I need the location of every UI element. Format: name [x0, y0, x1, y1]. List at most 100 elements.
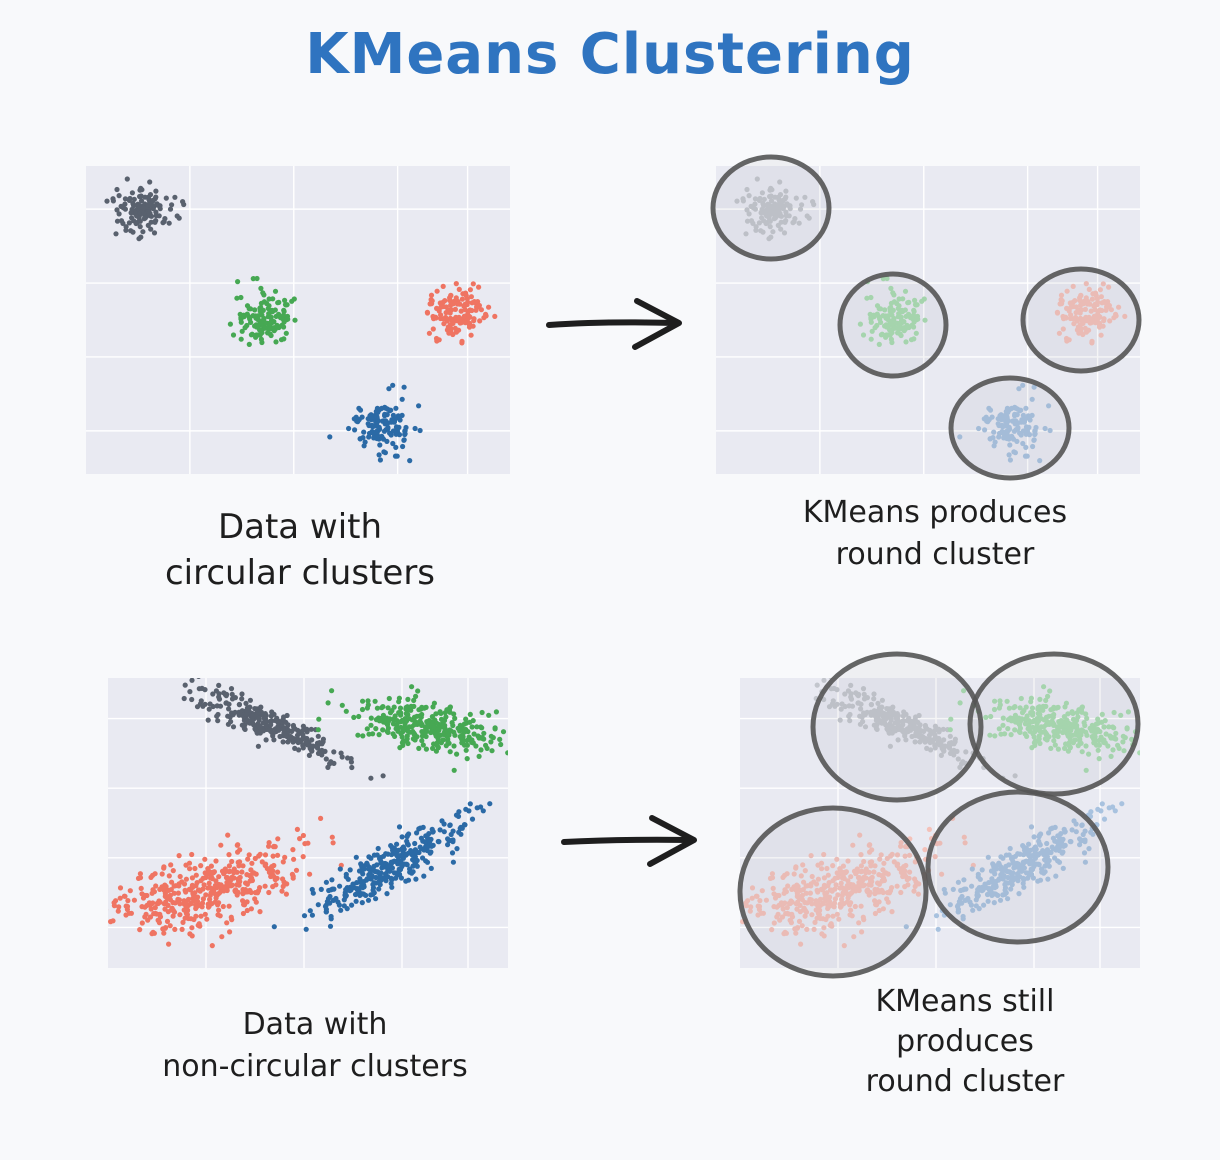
data-point	[320, 736, 326, 742]
data-point	[1026, 870, 1032, 876]
data-point	[452, 715, 458, 721]
data-point	[330, 840, 336, 846]
data-point	[969, 866, 975, 872]
data-point	[380, 773, 386, 779]
data-point	[401, 437, 407, 443]
data-point	[295, 727, 301, 733]
data-point	[959, 923, 966, 929]
data-point	[217, 703, 224, 709]
data-point	[1029, 705, 1036, 711]
data-point	[882, 713, 888, 719]
data-point	[376, 886, 382, 892]
data-point	[155, 202, 161, 208]
data-point	[1035, 852, 1041, 858]
data-point	[280, 739, 286, 745]
data-point	[275, 836, 281, 842]
data-point	[380, 435, 386, 441]
data-point	[906, 715, 912, 721]
data-point	[466, 808, 472, 814]
data-point	[891, 292, 897, 298]
data-point	[246, 852, 252, 858]
data-point	[921, 296, 927, 302]
data-point	[950, 886, 956, 892]
data-point	[415, 688, 421, 694]
data-point	[830, 863, 836, 869]
data-point	[870, 712, 876, 718]
data-point	[401, 384, 407, 390]
data-point	[996, 434, 1002, 440]
data-point	[797, 206, 804, 212]
data-point	[179, 879, 185, 885]
data-point	[327, 900, 333, 906]
data-point	[1020, 859, 1026, 865]
data-point	[767, 187, 773, 193]
data-point	[948, 716, 954, 722]
data-point	[471, 731, 477, 737]
data-point	[749, 885, 756, 891]
data-point	[388, 843, 394, 849]
data-point	[1019, 716, 1025, 722]
data-point	[238, 294, 244, 301]
data-point	[214, 713, 220, 719]
data-point	[436, 337, 442, 343]
data-point	[450, 301, 456, 307]
data-point	[270, 296, 276, 302]
data-point	[1067, 736, 1073, 742]
data-point	[748, 904, 754, 910]
data-point	[861, 858, 867, 865]
data-point	[467, 287, 473, 293]
data-point	[387, 716, 393, 722]
data-point	[992, 698, 998, 704]
data-point	[247, 887, 253, 893]
data-point	[416, 707, 422, 713]
data-point	[266, 320, 272, 327]
data-point	[390, 440, 396, 447]
data-point	[280, 876, 286, 882]
data-point	[394, 841, 400, 847]
data-point	[469, 816, 476, 822]
data-point	[1017, 705, 1023, 711]
scatter-noncircular-kmeans	[740, 678, 1140, 968]
data-point	[406, 716, 412, 722]
data-point	[255, 888, 262, 894]
data-point	[281, 336, 287, 342]
data-point	[1110, 724, 1116, 730]
data-point	[441, 321, 447, 327]
data-point	[1051, 738, 1057, 744]
data-point	[404, 736, 410, 742]
data-point	[429, 714, 435, 720]
data-point	[1061, 826, 1067, 832]
data-point	[216, 682, 222, 688]
data-point	[878, 852, 884, 858]
data-point	[390, 382, 396, 388]
data-point	[1005, 726, 1011, 732]
data-point	[234, 869, 240, 875]
data-point	[1071, 321, 1077, 327]
data-point	[398, 719, 404, 725]
data-point	[866, 869, 872, 875]
caption-noncircular-data: Data with non-circular clusters	[110, 1004, 520, 1088]
data-point	[902, 288, 909, 294]
data-point	[166, 220, 172, 226]
data-point	[177, 901, 183, 907]
data-point	[424, 835, 431, 841]
data-point	[1032, 431, 1038, 438]
data-point	[416, 745, 422, 751]
data-point	[801, 879, 807, 885]
data-point	[262, 852, 269, 858]
data-point	[892, 325, 898, 331]
data-point	[122, 196, 128, 202]
data-point	[1047, 427, 1053, 434]
data-point	[1088, 809, 1094, 815]
data-point	[785, 883, 791, 889]
data-point	[240, 863, 246, 869]
data-point	[1110, 804, 1116, 810]
data-point	[189, 875, 195, 881]
data-point	[405, 740, 411, 747]
data-point	[200, 896, 206, 902]
data-point	[468, 294, 474, 300]
data-point	[337, 883, 343, 889]
cluster-cluster_blue	[271, 801, 493, 932]
data-point	[1083, 329, 1089, 335]
data-point	[1007, 457, 1013, 463]
